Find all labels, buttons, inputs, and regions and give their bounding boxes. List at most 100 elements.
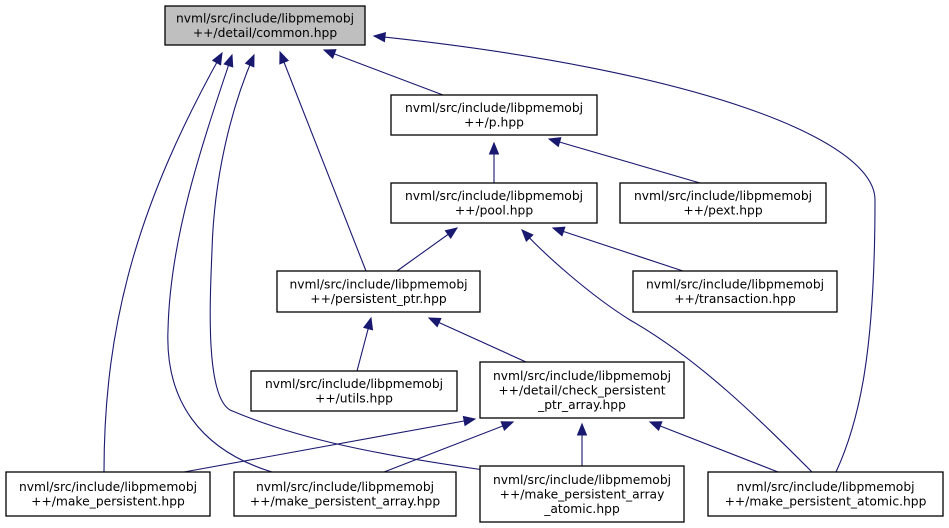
file-node-label: _atomic.hpp — [543, 502, 620, 516]
arrowhead-icon — [444, 227, 459, 239]
edge-make_persistent_array_atomic-to-common — [209, 53, 485, 471]
edge-persistent_ptr-to-common — [279, 50, 367, 272]
file-node-label: nvml/src/include/libpmemobj — [405, 101, 583, 115]
arrowhead-icon — [223, 53, 234, 68]
file-node-label: ++/detail/check_persistent — [498, 383, 665, 397]
arrowhead-icon — [576, 422, 588, 436]
file-node-transaction[interactable]: nvml/src/include/libpmemobj++/transactio… — [632, 270, 838, 313]
edge-pext-to-p — [547, 137, 701, 184]
arrowhead-icon — [500, 421, 515, 432]
file-node-label: nvml/src/include/libpmemobj — [289, 278, 467, 292]
arrowhead-icon — [547, 137, 562, 148]
edge-transaction-to-pool — [551, 226, 684, 272]
arrowhead-icon — [372, 31, 386, 43]
arrowhead-icon — [244, 53, 255, 68]
edge-line — [183, 418, 476, 473]
edge-make_persistent_atomic-to-pool — [521, 229, 813, 473]
edge-make_persistent_atomic-to-check_persistent — [648, 421, 779, 473]
edge-line — [548, 138, 701, 184]
file-node-make_persistent[interactable]: nvml/src/include/libpmemobj++/make_persi… — [5, 471, 211, 517]
arrowhead-icon — [551, 226, 566, 237]
file-node-label: _ptr_array.hpp — [537, 398, 626, 412]
file-node-label: nvml/src/include/libpmemobj — [736, 480, 914, 494]
edge-line — [373, 35, 876, 473]
file-node-box — [390, 94, 598, 136]
edge-line — [383, 421, 514, 473]
file-node-make_persistent_array_atomic[interactable]: nvml/src/include/libpmemobj++/make_persi… — [479, 465, 685, 523]
file-node-box — [479, 361, 685, 419]
edge-make_persistent-to-check_persistent — [183, 415, 477, 473]
file-node-box — [619, 182, 827, 224]
file-node-common[interactable]: nvml/src/include/libpmemobj++/detail/com… — [164, 5, 366, 46]
file-node-label: ++/make_persistent_array — [500, 487, 665, 501]
arrowhead-icon — [462, 415, 477, 427]
file-node-make_persistent_atomic[interactable]: nvml/src/include/libpmemobj++/make_persi… — [707, 471, 944, 517]
file-node-label: ++/transaction.hpp — [674, 292, 796, 306]
file-node-label: nvml/src/include/libpmemobj — [405, 189, 583, 203]
file-node-make_persistent_array[interactable]: nvml/src/include/libpmemobj++/make_persi… — [233, 471, 457, 517]
file-node-label: nvml/src/include/libpmemobj — [634, 189, 812, 203]
file-node-pext[interactable]: nvml/src/include/libpmemobj++/pext.hpp — [619, 182, 827, 224]
file-node-box — [250, 370, 458, 412]
edge-line — [428, 317, 527, 363]
edge-pool-to-p — [488, 141, 500, 183]
arrowhead-icon — [427, 317, 442, 328]
file-node-check_persistent[interactable]: nvml/src/include/libpmemobj++/detail/che… — [479, 361, 685, 419]
file-node-box — [707, 471, 944, 517]
file-node-label: ++/make_persistent_array.hpp — [250, 495, 440, 509]
file-node-p[interactable]: nvml/src/include/libpmemobj++/p.hpp — [390, 94, 598, 136]
arrowhead-icon — [322, 49, 337, 59]
edge-line — [396, 227, 458, 272]
file-node-label: ++/detail/common.hpp — [193, 26, 338, 40]
edge-line — [521, 229, 813, 473]
arrowhead-icon — [279, 50, 290, 65]
file-node-label: nvml/src/include/libpmemobj — [19, 480, 197, 494]
file-node-label: nvml/src/include/libpmemobj — [265, 377, 443, 391]
file-node-box — [276, 270, 481, 313]
edge-make_persistent_array_atomic-to-check_persistent — [576, 422, 588, 466]
edge-persistent_ptr-to-pool — [396, 227, 459, 272]
edge-line — [323, 49, 444, 96]
dependency-edges — [103, 31, 876, 473]
file-nodes: nvml/src/include/libpmemobj++/detail/com… — [5, 5, 944, 523]
file-node-label: nvml/src/include/libpmemobj — [176, 12, 354, 26]
edge-make_persistent_atomic-to-common — [372, 31, 876, 473]
arrowhead-icon — [362, 316, 374, 331]
edge-check_persistent-to-persistent_ptr — [427, 317, 527, 363]
edge-make_persistent-to-common — [103, 51, 223, 473]
edge-line — [209, 54, 485, 471]
arrowhead-icon — [521, 229, 534, 242]
edge-line — [279, 51, 367, 272]
file-node-box — [233, 471, 457, 517]
file-node-label: nvml/src/include/libpmemobj — [493, 473, 671, 487]
file-node-box — [479, 465, 685, 523]
edge-make_persistent_array-to-common — [167, 53, 273, 473]
file-node-box — [5, 471, 211, 517]
file-node-label: nvml/src/include/libpmemobj — [646, 278, 824, 292]
arrowhead-icon — [488, 141, 500, 155]
edge-line — [649, 421, 779, 473]
edge-utils-to-persistent_ptr — [356, 316, 374, 372]
file-node-pool[interactable]: nvml/src/include/libpmemobj++/pool.hpp — [390, 182, 598, 224]
file-node-box — [164, 5, 366, 46]
file-node-label: ++/pext.hpp — [683, 204, 763, 218]
edge-line — [167, 54, 273, 473]
file-node-label: ++/p.hpp — [464, 116, 524, 130]
edge-line — [103, 52, 223, 473]
file-node-label: ++/make_persistent_atomic.hpp — [725, 495, 927, 509]
file-node-label: ++/persistent_ptr.hpp — [310, 292, 447, 306]
edge-make_persistent_array-to-check_persistent — [383, 421, 515, 473]
file-node-box — [390, 182, 598, 224]
file-node-label: ++/make_persistent.hpp — [31, 495, 185, 509]
file-node-label: ++/utils.hpp — [315, 392, 393, 406]
arrowhead-icon — [648, 421, 663, 432]
file-node-label: nvml/src/include/libpmemobj — [256, 480, 434, 494]
arrowhead-icon — [211, 51, 223, 66]
file-node-label: nvml/src/include/libpmemobj — [493, 369, 671, 383]
file-node-utils[interactable]: nvml/src/include/libpmemobj++/utils.hpp — [250, 370, 458, 412]
file-node-box — [632, 270, 838, 313]
file-node-persistent_ptr[interactable]: nvml/src/include/libpmemobj++/persistent… — [276, 270, 481, 313]
edge-p-to-common — [322, 49, 444, 96]
file-node-label: ++/pool.hpp — [455, 204, 534, 218]
